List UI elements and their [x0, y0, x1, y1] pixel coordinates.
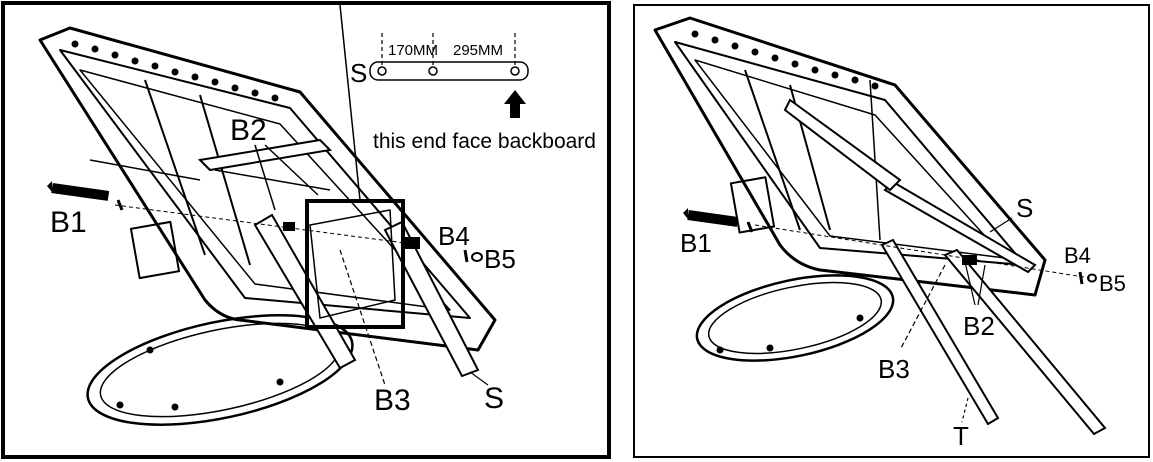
left-tube-s: [383, 220, 480, 378]
bolt-icon: [47, 181, 124, 211]
bolt-icon: [683, 208, 754, 233]
right-leaders: [754, 217, 1091, 423]
label-s-tube: S: [484, 382, 504, 415]
right-tube-t: [880, 238, 1000, 426]
note-face-backboard: this end face backboard: [373, 130, 596, 153]
label-b4: B4: [438, 221, 470, 251]
dim-170mm: 170MM: [388, 42, 438, 59]
label-b3: B3: [878, 354, 910, 384]
washer-icon: [1078, 271, 1097, 285]
label-t: T: [953, 421, 969, 451]
label-b3: B3: [374, 384, 411, 417]
right-tube-b2: [943, 248, 1107, 436]
label-b2: B2: [230, 114, 267, 147]
washer-icon: [463, 249, 483, 263]
right-tubes: [783, 98, 1107, 436]
arrow-up-icon: [504, 90, 526, 118]
label-s: S: [1016, 193, 1033, 223]
right-base: [695, 274, 895, 362]
label-b5: B5: [484, 244, 516, 274]
left-backboard: [38, 26, 497, 352]
inset-tube-diagram: [369, 33, 529, 118]
label-b4: B4: [1064, 243, 1091, 268]
label-b2: B2: [963, 311, 995, 341]
nut-icon: [402, 237, 420, 249]
label-b1: B1: [50, 206, 87, 239]
label-b5: B5: [1099, 271, 1126, 296]
label-s-inset: S: [350, 58, 367, 88]
left-panel: B2 B1 B4 B5 B3 S S 170MM 295MM this end …: [1, 1, 611, 459]
left-leaders: [114, 4, 489, 386]
label-b1: B1: [680, 228, 712, 258]
right-panel: B1 S B4 B5 B2 B3 T: [633, 4, 1150, 458]
zoom-box: [305, 199, 405, 329]
dim-295mm: 295MM: [453, 42, 503, 59]
nut-icon: [962, 255, 977, 265]
